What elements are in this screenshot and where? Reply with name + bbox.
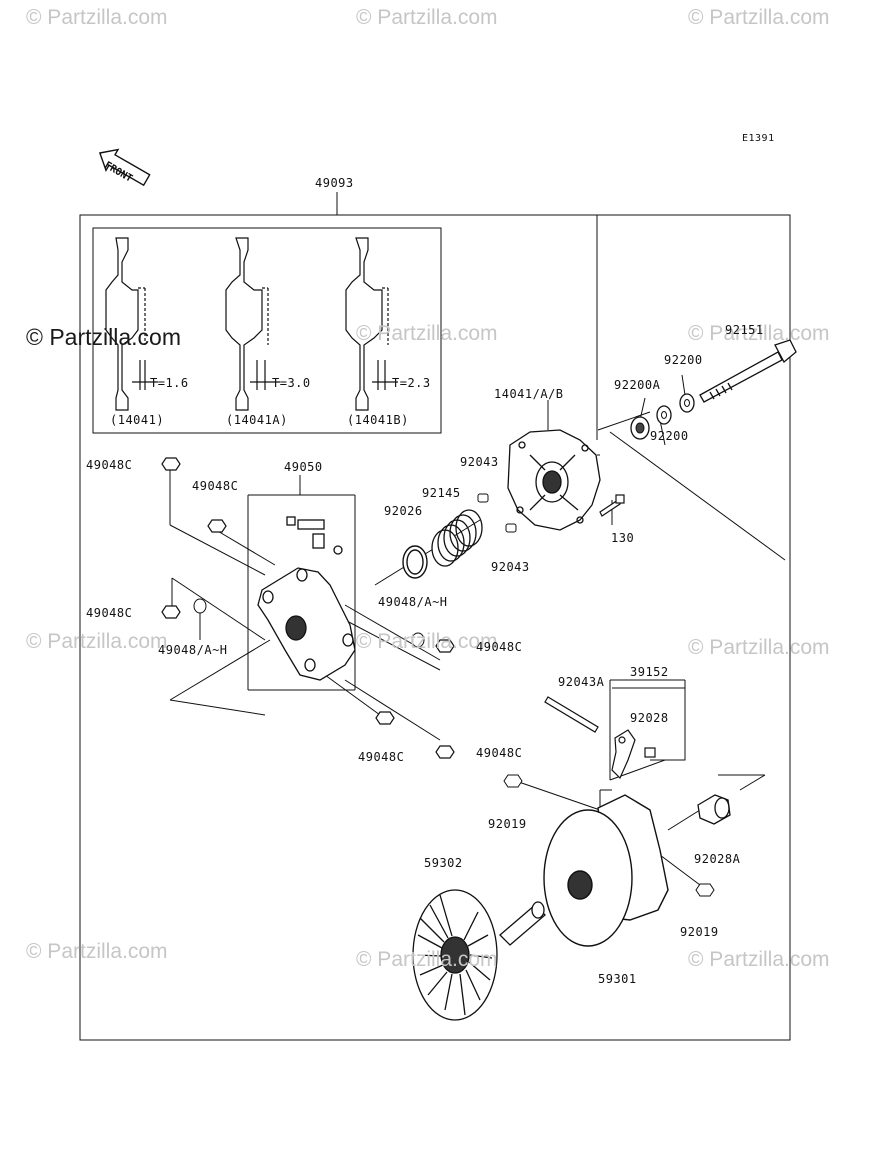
weight-49048-1-icon bbox=[193, 598, 207, 614]
label-92019-2: 92019 bbox=[680, 925, 719, 939]
watermark-bottom-center: © Partzilla.com bbox=[356, 948, 498, 971]
washer-92200-bottom-icon bbox=[656, 405, 672, 425]
ring-92026-icon bbox=[402, 545, 428, 579]
label-caption-14041A: (14041A) bbox=[226, 413, 288, 427]
spacer-profile-14041A bbox=[225, 237, 280, 411]
spacer-inset-box bbox=[92, 227, 442, 434]
cover-plate-14041-icon bbox=[507, 429, 601, 531]
pin-92043-bottom-icon bbox=[505, 523, 517, 533]
bushing-92028A-icon bbox=[697, 794, 731, 825]
spacer-profile-14041 bbox=[105, 237, 158, 411]
arm-39152-icon bbox=[611, 729, 656, 780]
movable-sheave-59301-icon bbox=[543, 794, 669, 947]
label-49048AH-2: 49048/A~H bbox=[378, 595, 448, 609]
spider-49050-icon bbox=[257, 516, 356, 681]
watermark-bottom-right: © Partzilla.com bbox=[688, 948, 830, 971]
label-92028: 92028 bbox=[630, 711, 669, 725]
label-thickness-14041: T=1.6 bbox=[150, 376, 189, 390]
bearing-92200A-icon bbox=[630, 416, 650, 440]
label-39152: 39152 bbox=[630, 665, 669, 679]
label-92200-bottom: 92200 bbox=[650, 429, 689, 443]
front-arrow-icon bbox=[98, 148, 151, 187]
watermark-lower-right: © Partzilla.com bbox=[688, 636, 830, 659]
label-92200A: 92200A bbox=[614, 378, 661, 392]
weight-49048-2-icon bbox=[411, 632, 425, 648]
label-92043-bottom: 92043 bbox=[491, 560, 530, 574]
nut-92019-2-icon bbox=[695, 883, 715, 897]
label-49048C-1: 49048C bbox=[86, 458, 133, 472]
label-49050: 49050 bbox=[284, 460, 323, 474]
fixed-sheave-59302-icon bbox=[412, 889, 546, 1021]
label-92151: 92151 bbox=[725, 323, 764, 337]
label-92026: 92026 bbox=[384, 504, 423, 518]
watermark-lower-center: © Partzilla.com bbox=[356, 630, 498, 653]
pin-92043A-icon bbox=[544, 696, 599, 733]
label-49048C-2: 49048C bbox=[192, 479, 239, 493]
label-49048C-5: 49048C bbox=[358, 750, 405, 764]
watermark-highlight: © Partzilla.com bbox=[26, 324, 181, 350]
watermark-top-left: © Partzilla.com bbox=[26, 6, 168, 29]
watermark-top-right: © Partzilla.com bbox=[688, 6, 830, 29]
watermark-mid-center: © Partzilla.com bbox=[356, 322, 498, 345]
label-92200-top: 92200 bbox=[664, 353, 703, 367]
label-49048C-3: 49048C bbox=[86, 606, 133, 620]
label-49048C-6: 49048C bbox=[476, 746, 523, 760]
watermark-top-center: © Partzilla.com bbox=[356, 6, 498, 29]
label-14041-ab: 14041/A/B bbox=[494, 387, 564, 401]
watermark-mid-right: © Partzilla.com bbox=[688, 322, 830, 345]
label-92019-1: 92019 bbox=[488, 817, 527, 831]
nut-icons bbox=[161, 457, 455, 759]
watermark-bottom-left: © Partzilla.com bbox=[26, 940, 168, 963]
label-thickness-14041B: T=2.3 bbox=[392, 376, 431, 390]
bolt-130-icon bbox=[599, 494, 625, 517]
label-130: 130 bbox=[611, 531, 635, 545]
watermark-lower-left: © Partzilla.com bbox=[26, 630, 168, 653]
bolt-92151-icon bbox=[699, 339, 797, 403]
spacer-profile-14041B bbox=[345, 237, 398, 411]
label-92028A: 92028A bbox=[694, 852, 741, 866]
label-92043A: 92043A bbox=[558, 675, 605, 689]
pin-92043-top-icon bbox=[477, 493, 489, 503]
assembly-box bbox=[79, 214, 791, 1041]
washer-92200-top-icon bbox=[679, 393, 695, 413]
label-49093: 49093 bbox=[315, 176, 354, 190]
label-59301: 59301 bbox=[598, 972, 637, 986]
spring-92145-icon bbox=[431, 509, 483, 567]
label-49048AH-1: 49048/A~H bbox=[158, 643, 228, 657]
label-59302: 59302 bbox=[424, 856, 463, 870]
label-49048C-4: 49048C bbox=[476, 640, 523, 654]
label-caption-14041: (14041) bbox=[110, 413, 165, 427]
label-92145: 92145 bbox=[422, 486, 461, 500]
diagram-code: E1391 bbox=[742, 133, 775, 144]
label-thickness-14041A: T=3.0 bbox=[272, 376, 311, 390]
label-caption-14041B: (14041B) bbox=[347, 413, 409, 427]
label-92043-top: 92043 bbox=[460, 455, 499, 469]
nut-92019-1-icon bbox=[503, 774, 523, 788]
